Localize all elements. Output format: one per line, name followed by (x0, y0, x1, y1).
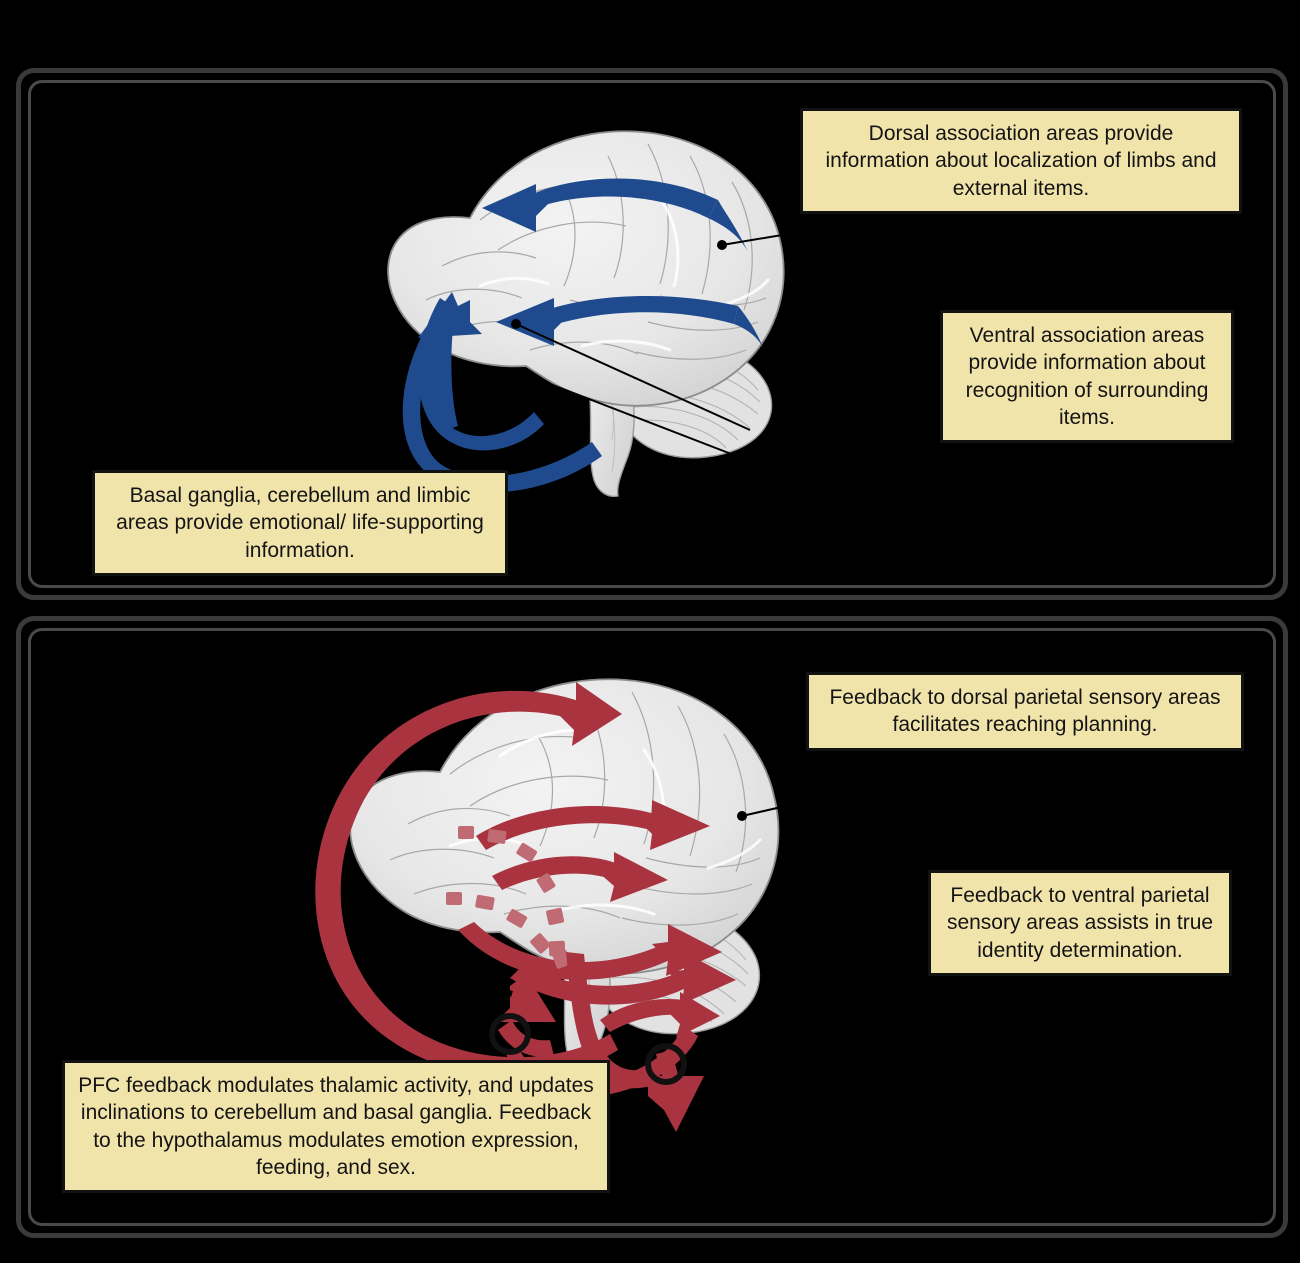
callout-dorsal-parietal-feedback: Feedback to dorsal parietal sensory area… (806, 672, 1244, 751)
callout-dorsal-association-areas: Dorsal association areas provide informa… (800, 108, 1242, 214)
feedforward-arrows (402, 178, 764, 493)
callout-pfc-feedback: PFC feedback modulates thalamic activity… (62, 1060, 610, 1194)
brain-illustration-feedback (270, 640, 870, 1140)
callout-basal-ganglia-cerebellum-limbic: Basal ganglia, cerebellum and limbic are… (92, 470, 508, 576)
hypothalamus-down-arrowhead (648, 1076, 704, 1132)
thalamic-dashed-path (458, 826, 566, 957)
pfc-global-loop-arrowhead (560, 682, 622, 746)
brain-illustration-feedforward (330, 100, 830, 500)
callout-ventral-association-areas: Ventral association areas provide inform… (940, 310, 1234, 444)
feedback-arrows (315, 682, 736, 1132)
open-circle-marker-hypothalamus (645, 1043, 687, 1085)
callout-ventral-parietal-feedback: Feedback to ventral parietal sensory are… (928, 870, 1232, 976)
open-circle-marker-thalamus (489, 1013, 531, 1055)
circle-markers (489, 1013, 687, 1085)
